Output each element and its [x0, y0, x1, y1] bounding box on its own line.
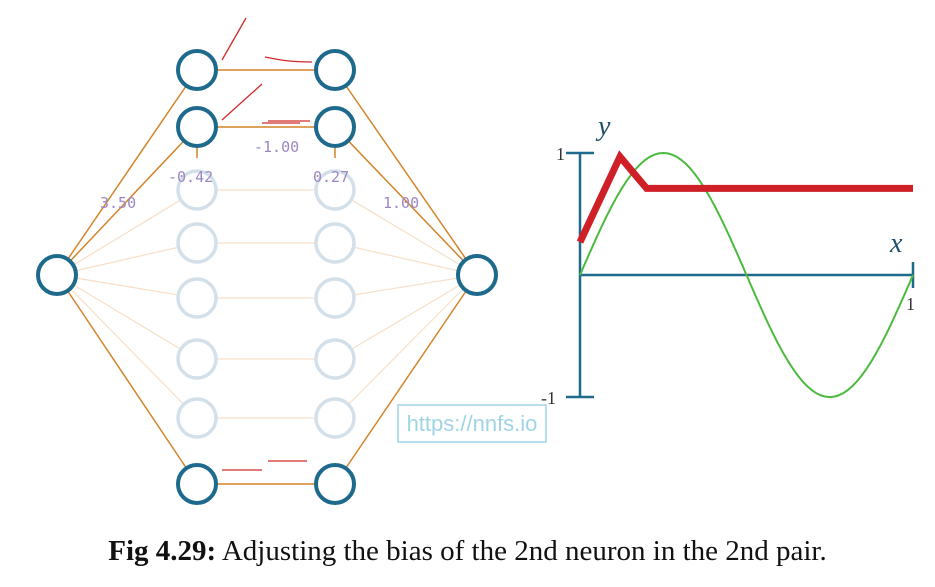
hidden-neuron-active — [176, 463, 218, 505]
weight-label-output: 1.00 — [383, 194, 419, 212]
hidden-neuron-inactive — [176, 338, 218, 380]
hidden-neuron-inactive — [314, 277, 356, 319]
hidden-neuron-inactive — [314, 169, 356, 211]
hidden-neuron-inactive — [176, 169, 218, 211]
relu-marks — [221, 17, 313, 471]
relu-mark — [221, 17, 247, 61]
input-neuron — [36, 254, 78, 296]
hidden-neuron-active — [176, 49, 218, 91]
sine-chart: 1 -1 1 y x — [541, 111, 915, 408]
hidden-neuron-inactive — [176, 222, 218, 264]
active-edge — [334, 69, 478, 276]
network-nodes — [36, 49, 498, 505]
sine-curve — [579, 151, 914, 399]
network-edges — [56, 69, 478, 485]
inactive-edge — [334, 274, 478, 360]
watermark-text: https://nnfs.io — [407, 411, 538, 436]
hidden-neuron-active — [314, 106, 356, 148]
active-edge — [334, 274, 478, 485]
hidden-neuron-inactive — [314, 222, 356, 264]
output-line — [576, 150, 913, 244]
inactive-edge — [334, 189, 478, 276]
hidden-neuron-active — [314, 463, 356, 505]
figure-caption: Fig 4.29: Adjusting the bias of the 2nd … — [0, 535, 935, 568]
active-edge — [56, 126, 198, 276]
hidden-neuron-inactive — [176, 397, 218, 439]
hidden-neuron-active — [176, 106, 218, 148]
caption-label: Fig 4.29: — [108, 535, 217, 567]
active-edge — [56, 274, 198, 485]
bias-label-first: -0.42 — [168, 168, 213, 186]
bias-label-second: 0.27 — [313, 168, 349, 186]
y-tick-label-top: 1 — [556, 144, 565, 164]
active-edge — [56, 69, 198, 276]
hidden-neuron-active — [314, 49, 356, 91]
active-edge — [334, 126, 478, 276]
y-axis-label: y — [595, 111, 611, 142]
hidden-neuron-inactive — [314, 397, 356, 439]
weight-label-input: 3.50 — [100, 194, 136, 212]
inactive-edge — [56, 274, 198, 299]
relu-mark — [264, 56, 313, 63]
hidden-neuron-inactive — [176, 277, 218, 319]
weight-label-pair: -1.00 — [254, 138, 299, 156]
inactive-edge — [56, 274, 198, 419]
y-tick-label-bottom: -1 — [541, 388, 556, 408]
x-axis-label: x — [889, 228, 903, 259]
inactive-edge — [334, 274, 478, 299]
x-tick-label: 1 — [906, 294, 915, 314]
caption-text: Adjusting the bias of the 2nd neuron in … — [216, 535, 827, 567]
inactive-edge — [56, 274, 198, 360]
output-neuron — [456, 254, 498, 296]
inactive-edge — [334, 274, 478, 419]
inactive-edge — [56, 242, 198, 276]
hidden-neuron-inactive — [314, 338, 356, 380]
relu-mark — [221, 83, 263, 121]
inactive-edge — [334, 242, 478, 276]
inactive-edge — [56, 189, 198, 276]
watermark-box — [397, 404, 547, 443]
